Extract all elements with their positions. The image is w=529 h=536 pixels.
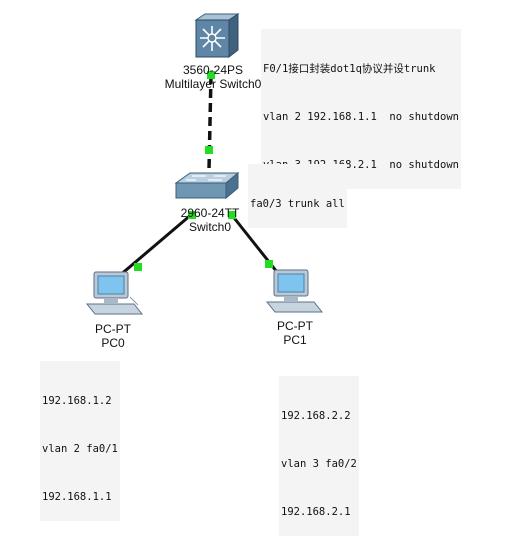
switch-label: 2960-24TT Switch0 <box>160 206 260 234</box>
port-light <box>188 211 196 219</box>
pc0-model: PC-PT <box>95 322 131 336</box>
pc1-config-note: 192.168.2.2 vlan 3 fa0/2 192.168.2.1 <box>279 376 359 536</box>
port-light <box>207 71 215 79</box>
port-light <box>134 263 142 271</box>
switch-model: 2960-24TT <box>180 206 240 220</box>
port-light <box>265 260 273 268</box>
pc0-name: PC0 <box>101 336 125 350</box>
pc0-label: PC-PT PC0 <box>78 322 148 350</box>
pc0-config-note: 192.168.1.2 vlan 2 fa0/1 192.168.1.1 <box>40 361 120 521</box>
pc1-label: PC-PT PC1 <box>260 319 330 347</box>
multilayer-model: 3560-24PS <box>182 63 244 77</box>
note-line: fa0/3 trunk all <box>250 198 345 210</box>
switch-config-note: fa0/3 trunk all <box>248 164 347 228</box>
note-line: 192.168.1.2 <box>42 395 112 407</box>
multilayer-name: Multilayer Switch0 <box>164 77 262 91</box>
network-topology-diagram <box>85 13 324 315</box>
note-line: 192.168.1.1 <box>42 491 112 503</box>
port-indicators <box>134 71 273 271</box>
link-switch-to-pc0 <box>111 212 193 284</box>
note-line: 192.168.2.1 <box>281 506 351 518</box>
multilayer-switch-label: 3560-24PS Multilayer Switch0 <box>148 63 278 91</box>
switch-icon[interactable] <box>174 171 240 200</box>
note-line: 192.168.2.2 <box>281 410 351 422</box>
port-light <box>205 146 213 154</box>
multilayer-switch-icon[interactable] <box>194 13 240 59</box>
note-line: vlan 2 192.168.1.1 no shutdown <box>263 111 459 123</box>
multilayer-config-note: F0/1接口封装dot1q协议并设trunk vlan 2 192.168.1.… <box>261 29 461 189</box>
pc1-name: PC1 <box>283 333 307 347</box>
pc1-model: PC-PT <box>277 319 313 333</box>
note-line: F0/1接口封装dot1q协议并设trunk <box>263 63 436 75</box>
link-multilayer-to-switch <box>207 74 213 171</box>
pc1-icon[interactable] <box>265 269 324 313</box>
switch-name: Switch0 <box>188 220 232 234</box>
port-light <box>228 211 236 219</box>
note-line: vlan 3 fa0/2 <box>281 458 357 470</box>
pc0-icon[interactable] <box>85 271 144 315</box>
note-line: vlan 2 fa0/1 <box>42 443 118 455</box>
